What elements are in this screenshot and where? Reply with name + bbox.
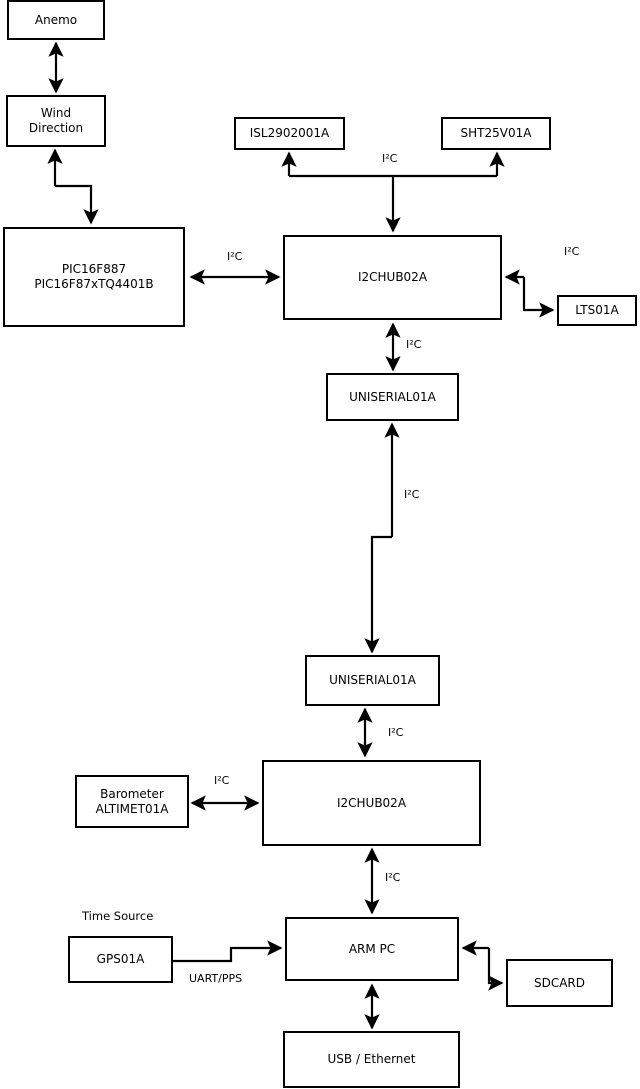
node-pic-label: PIC16F887 PIC16F87xTQ4401B (34, 262, 154, 291)
edge-gps-armpc (173, 940, 283, 963)
node-uniserial01a-bottom[interactable]: UNISERIAL01A (305, 655, 440, 706)
node-sht25v01a[interactable]: SHT25V01A (441, 117, 551, 150)
node-uniserial01a-bottom-label: UNISERIAL01A (329, 673, 416, 688)
edge-label-i2c-lts: I²C (564, 245, 580, 258)
node-lts01a-label: LTS01A (575, 303, 619, 318)
node-usb-ethernet-label: USB / Ethernet (327, 1052, 416, 1067)
node-arm-pc[interactable]: ARM PC (285, 917, 459, 981)
node-barometer-altimet01a[interactable]: Barometer ALTIMET01A (75, 775, 189, 828)
edge-label-uart-pps: UART/PPS (189, 972, 243, 985)
node-i2chub02a-top[interactable]: I2CHUB02A (283, 235, 502, 320)
edge-label-i2c-uniserial-hub-bottom: I²C (388, 726, 404, 739)
edge-label-i2c-pic-hub: I²C (227, 250, 243, 263)
node-wind-direction[interactable]: Wind Direction (6, 95, 106, 147)
node-anemo[interactable]: Anemo (7, 0, 105, 40)
edge-label-i2c-sensor-bus: I²C (382, 152, 398, 165)
node-pic-microcontroller[interactable]: PIC16F887 PIC16F87xTQ4401B (3, 227, 185, 327)
node-i2chub02a-bottom-label: I2CHUB02A (336, 795, 407, 810)
node-sdcard[interactable]: SDCARD (506, 959, 613, 1007)
node-i2chub02a-bottom[interactable]: I2CHUB02A (262, 760, 481, 846)
node-uniserial01a-top-label: UNISERIAL01A (349, 389, 436, 404)
node-barometer-label: Barometer ALTIMET01A (95, 786, 169, 816)
node-arm-pc-label: ARM PC (348, 941, 396, 956)
node-wind-direction-label: Wind Direction (28, 106, 84, 135)
node-sht25v01a-label: SHT25V01A (460, 126, 532, 141)
node-isl2902001a-label: ISL2902001A (249, 126, 330, 141)
node-usb-ethernet[interactable]: USB / Ethernet (283, 1031, 460, 1088)
edge-label-i2c-hub-armpc: I²C (385, 871, 401, 884)
node-uniserial01a-top[interactable]: UNISERIAL01A (326, 373, 459, 421)
node-gps01a-label: GPS01A (96, 952, 145, 967)
node-sdcard-label: SDCARD (533, 975, 586, 990)
node-gps01a[interactable]: GPS01A (68, 936, 173, 983)
node-lts01a[interactable]: LTS01A (557, 295, 637, 326)
node-isl2902001a[interactable]: ISL2902001A (234, 117, 345, 150)
edge-label-i2c-barometer: I²C (214, 774, 230, 787)
edge-label-i2c-hub-uniserial: I²C (406, 338, 422, 351)
node-anemo-label: Anemo (34, 12, 78, 27)
edge-uniserial-link-down (364, 535, 392, 654)
edge-label-i2c-uniserial-link: I²C (404, 488, 420, 501)
label-time-source: Time Source (82, 909, 154, 923)
edge-hubtop-to-lts (522, 277, 555, 318)
edge-armpc-to-sdcard (487, 948, 504, 991)
node-i2chub02a-top-label: I2CHUB02A (357, 270, 428, 285)
edge-winddirection-pic-down (55, 184, 99, 225)
